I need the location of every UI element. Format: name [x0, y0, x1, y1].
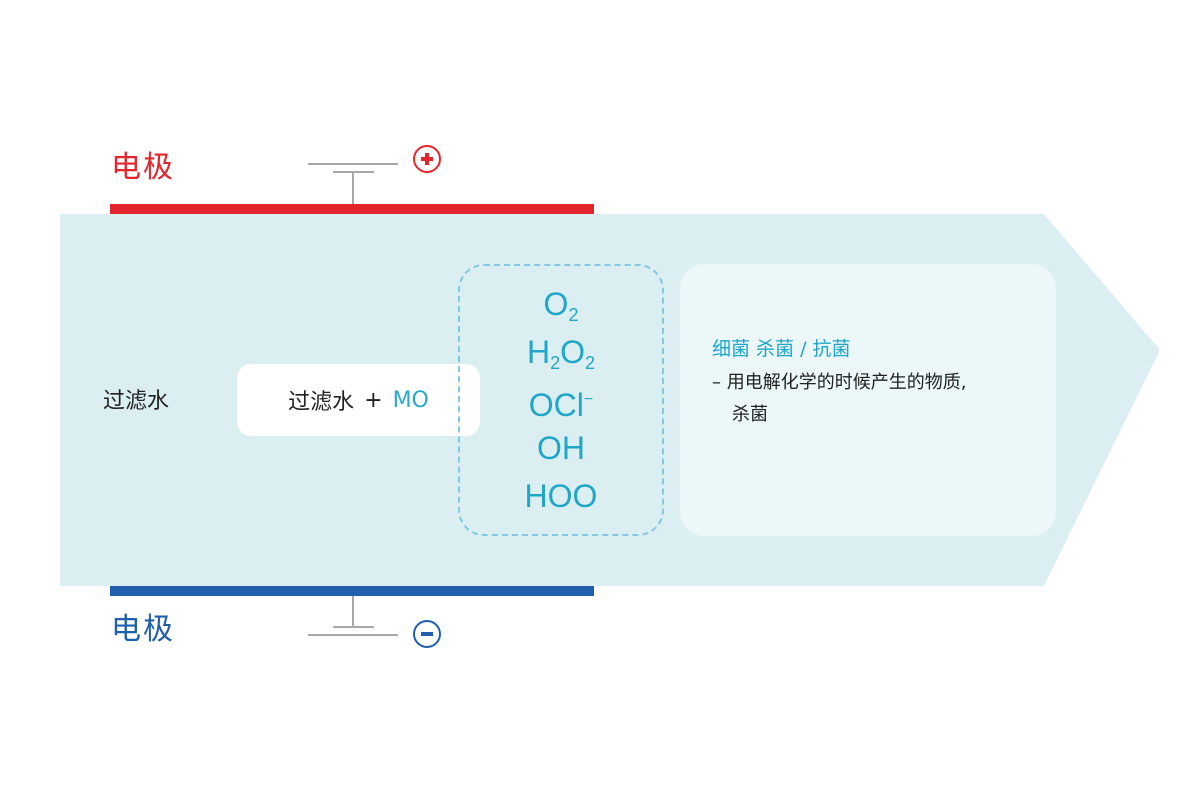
- species-h2o2: H2O2: [526, 334, 596, 373]
- mixture-base-text: 过滤水: [288, 390, 355, 415]
- mixture-additive-text: MO: [392, 387, 429, 413]
- species-hoo: HOO: [524, 478, 598, 514]
- result-box: 细菌 杀菌 / 抗菌 – 用电解化学的时候产生的物质, 杀菌: [680, 264, 1056, 536]
- top-electrode-bar: [110, 204, 594, 214]
- mixture-plus-sign: +: [364, 387, 383, 413]
- top-electrode-label: 电极: [111, 150, 175, 185]
- bottom-electrode-bar: [110, 586, 594, 596]
- top-terminal-long-line: [308, 163, 398, 165]
- species-oh: OH: [537, 430, 585, 466]
- species-o2: O2: [543, 286, 579, 325]
- species-ocl: OCl−: [528, 387, 594, 423]
- result-title: 细菌 杀菌 / 抗菌: [712, 338, 851, 360]
- minus-circle-icon: [413, 620, 441, 648]
- bottom-terminal-long-line: [308, 634, 398, 636]
- top-terminal-stem: [352, 171, 354, 204]
- bottom-terminal-short-line: [333, 626, 374, 628]
- result-description-line2: 杀菌: [732, 404, 768, 425]
- bottom-terminal-stem: [352, 596, 354, 627]
- bottom-electrode-label: 电极: [111, 612, 175, 647]
- result-description-line1: – 用电解化学的时候产生的物质,: [712, 372, 967, 393]
- mixture-box: 过滤水 + MO: [237, 364, 480, 436]
- species-box: O2 H2O2 OCl− OH HOO: [458, 264, 664, 536]
- input-water-label: 过滤水: [103, 389, 170, 414]
- plus-circle-icon: [413, 145, 441, 173]
